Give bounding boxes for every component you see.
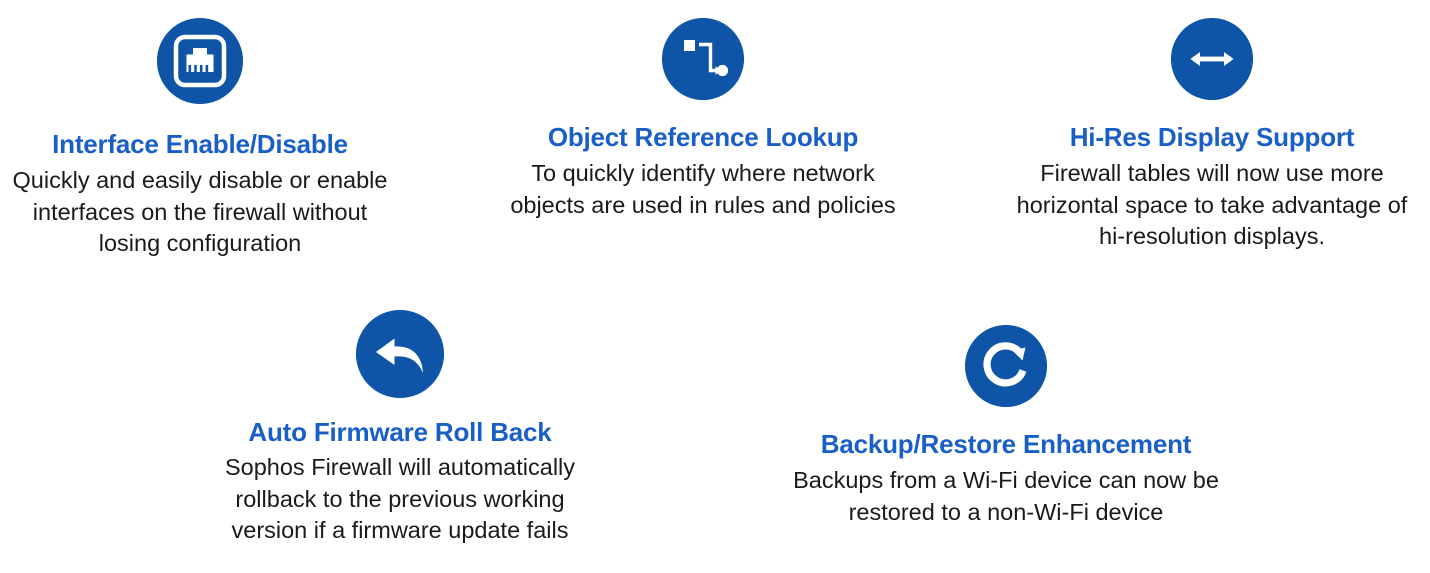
description-line: Firewall tables will now use more [1040, 160, 1384, 186]
icon-container [493, 18, 913, 100]
description-line: Backups from a Wi-Fi device can now be [793, 467, 1219, 493]
feature-card-interface-enable-disable: Interface Enable/Disable Quickly and eas… [0, 18, 400, 260]
ethernet-port-icon [157, 18, 243, 104]
feature-title: Hi-Res Display Support [1069, 122, 1355, 152]
icon-container [775, 325, 1237, 407]
description-line: interfaces on the firewall without [32, 198, 368, 225]
feature-title: Interface Enable/Disable [52, 129, 348, 159]
feature-description: Sophos Firewall will automatically rollb… [190, 452, 610, 547]
undo-arrow-icon [356, 310, 444, 398]
object-reference-path-icon [662, 18, 744, 100]
horizontal-double-arrow-icon [1171, 18, 1253, 100]
description-line: version if a firmware update fails [231, 517, 569, 543]
description-line: restored to a non-Wi-Fi device [848, 498, 1164, 525]
description-line: Quickly and easily disable or enable [12, 167, 388, 193]
feature-card-backup-restore-enhancement: Backup/Restore Enhancement Backups from … [775, 325, 1237, 528]
feature-description: Quickly and easily disable or enable int… [0, 165, 400, 260]
feature-card-hi-res-display-support: Hi-Res Display Support Firewall tables w… [1000, 18, 1424, 253]
feature-title: Auto Firmware Roll Back [248, 417, 552, 447]
description-line: rollback to the previous working [235, 485, 565, 512]
description-line: objects are used in rules and policies [510, 191, 896, 218]
icon-container [0, 18, 400, 104]
description-line: hi-resolution displays. [1099, 223, 1325, 249]
feature-card-object-reference-lookup: Object Reference Lookup To quickly ident… [493, 18, 913, 221]
feature-title: Object Reference Lookup [547, 122, 859, 152]
circular-restore-arrow-icon [965, 325, 1047, 407]
description-line: Sophos Firewall will automatically [224, 454, 576, 480]
feature-title: Backup/Restore Enhancement [820, 429, 1192, 459]
icon-container [1000, 18, 1424, 100]
feature-description: To quickly identify where network object… [493, 158, 913, 221]
feature-card-auto-firmware-roll-back: Auto Firmware Roll Back Sophos Firewall … [190, 310, 610, 547]
feature-description: Backups from a Wi-Fi device can now be r… [775, 465, 1237, 528]
description-line: losing configuration [98, 230, 302, 256]
feature-description: Firewall tables will now use more horizo… [1000, 158, 1424, 253]
description-line: To quickly identify where network [531, 160, 875, 186]
description-line: horizontal space to take advantage of [1016, 191, 1408, 218]
icon-container [190, 310, 610, 398]
